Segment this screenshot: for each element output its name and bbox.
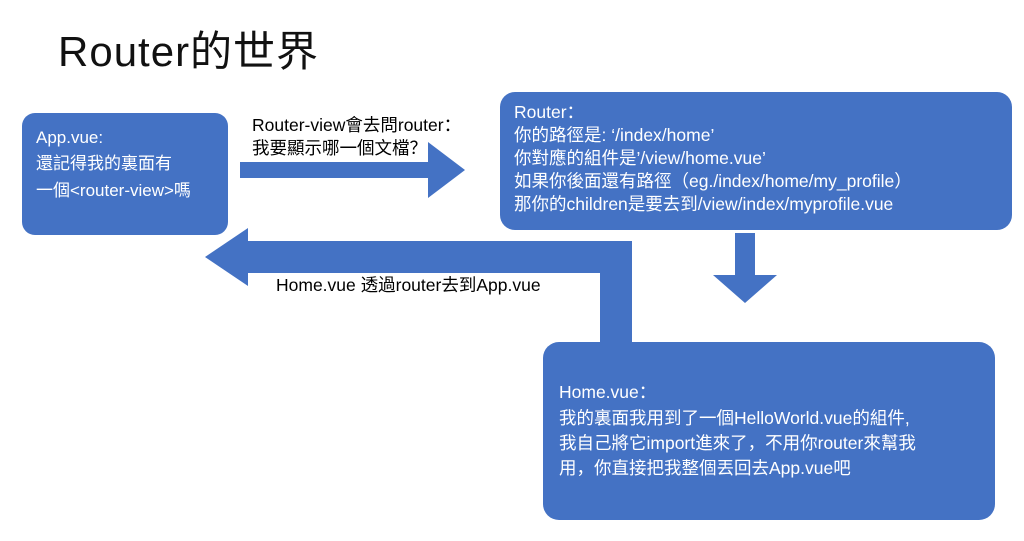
arrow-bent-left-shape (205, 228, 632, 347)
ask-router-label-line: Router-view會去問router： (252, 115, 462, 135)
slide-title: Router的世界 (58, 28, 320, 75)
return-path-label: Home.vue 透過router去到App.vue (276, 275, 541, 295)
home-vue-line: 用，你直接把我整個丟回去App.vue吧 (559, 458, 851, 479)
router-line: 你對應的組件是’/view/home.vue’ (514, 148, 766, 169)
app-vue-line: App.vue: (36, 128, 104, 147)
router-box: Router： 你的路徑是: ‘/index/home’ 你對應的組件是’/vi… (500, 92, 1012, 230)
home-vue-box: Home.vue： 我的裏面我用到了一個HelloWorld.vue的組件, 我… (543, 342, 995, 520)
arrow-down-shape (713, 233, 777, 303)
arrow-bent-left-icon (205, 228, 632, 347)
router-line: 如果你後面還有路徑（eg./index/home/my_profile） (514, 171, 912, 192)
arrow-right-shape (240, 142, 465, 198)
home-vue-line: Home.vue： (559, 382, 657, 403)
ask-router-label-line: 我要顯示哪一個文檔？ (252, 137, 427, 158)
arrow-right-icon (240, 142, 465, 198)
router-line: 你的路徑是: ‘/index/home’ (514, 125, 715, 146)
app-vue-line: 還記得我的裏面有 (36, 154, 172, 174)
router-line: 那你的children是要去到/view/index/myprofile.vue (514, 194, 894, 215)
home-vue-line: 我的裏面我用到了一個HelloWorld.vue的組件, (559, 407, 910, 428)
app-vue-box: App.vue: 還記得我的裏面有 一個<router-view>嗎 (22, 113, 228, 235)
app-vue-line: 一個<router-view>嗎 (36, 180, 191, 200)
ask-router-label: Router-view會去問router： 我要顯示哪一個文檔？ (252, 114, 461, 160)
arrow-down-icon (713, 233, 777, 303)
router-line: Router： (514, 102, 585, 122)
home-vue-line: 我自己將它import進來了，不用你router來幫我 (559, 433, 916, 453)
